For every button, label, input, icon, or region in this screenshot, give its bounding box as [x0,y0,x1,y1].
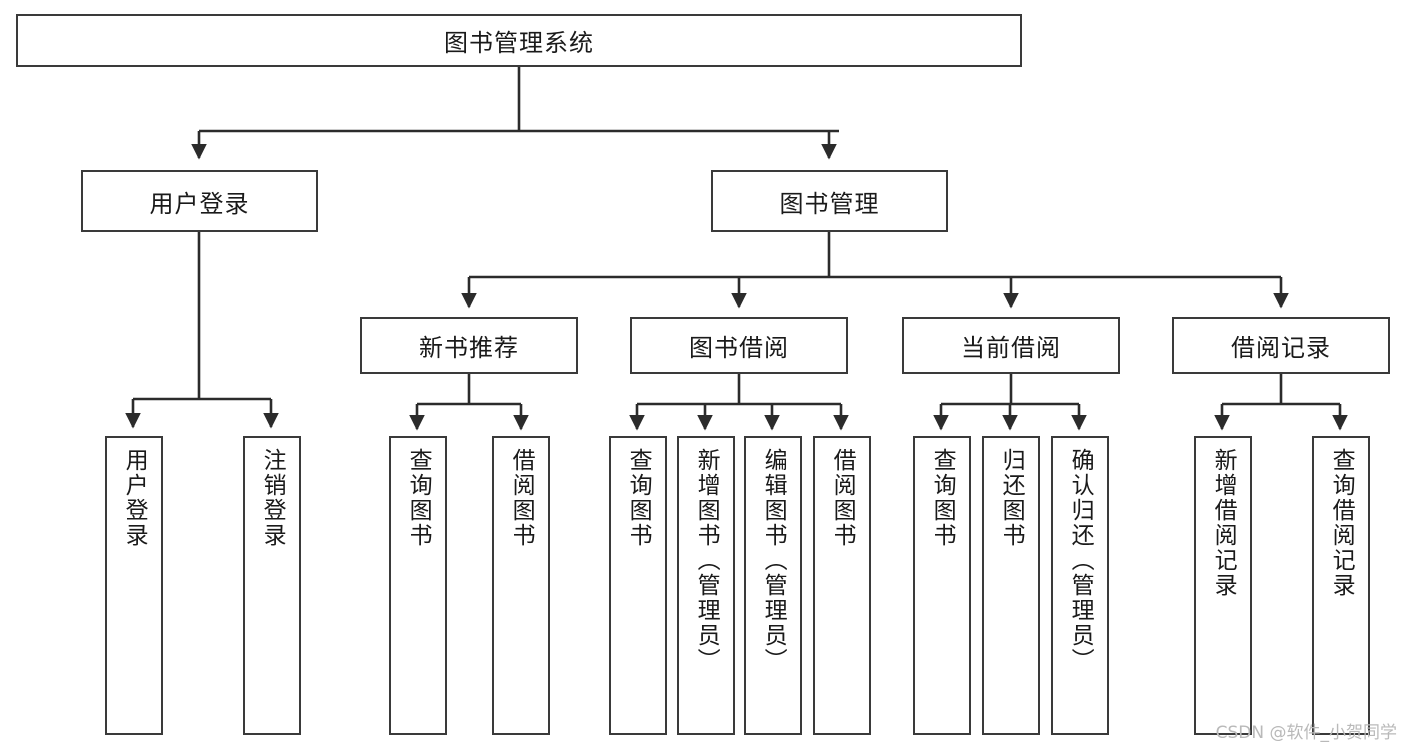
node-label: 借阅记录 [1231,334,1331,362]
node-label: 借阅图书 [829,448,856,548]
node-label: 图书管理 [779,189,880,218]
leaf-confirm-return[interactable]: 确认归还（管理员） [1051,436,1109,735]
node-root-system[interactable]: 图书管理系统 [16,14,1022,67]
leaf-query-book-2[interactable]: 查询图书 [609,436,667,735]
node-book-borrow[interactable]: 图书借阅 [630,317,848,374]
node-current-borrow[interactable]: 当前借阅 [902,317,1120,374]
node-label: 新增借阅记录 [1210,448,1237,598]
leaf-query-book-1[interactable]: 查询图书 [389,436,447,735]
leaf-borrow-book-2[interactable]: 借阅图书 [813,436,871,735]
node-user-login[interactable]: 用户登录 [81,170,318,232]
node-label: 查询图书 [405,448,432,548]
node-label: 当前借阅 [961,334,1061,362]
node-label: 编辑图书（管理员） [760,448,787,673]
leaf-user-login[interactable]: 用户登录 [105,436,163,735]
leaf-user-logout[interactable]: 注销登录 [243,436,301,735]
node-label: 新书推荐 [419,334,519,362]
node-label: 图书管理系统 [444,29,594,57]
leaf-query-record[interactable]: 查询借阅记录 [1312,436,1370,735]
leaf-add-record[interactable]: 新增借阅记录 [1194,436,1252,735]
leaf-edit-book[interactable]: 编辑图书（管理员） [744,436,802,735]
node-label: 注销登录 [259,448,286,548]
node-label: 用户登录 [149,189,250,218]
node-label: 查询图书 [929,448,956,548]
csdn-watermark: CSDN @软件_小贺同学 [1215,723,1397,743]
leaf-add-book[interactable]: 新增图书（管理员） [677,436,735,735]
node-new-book-recommend[interactable]: 新书推荐 [360,317,578,374]
node-label: 借阅图书 [508,448,535,548]
node-label: 用户登录 [121,448,148,548]
node-label: 图书借阅 [689,334,789,362]
leaf-return-book[interactable]: 归还图书 [982,436,1040,735]
node-book-management[interactable]: 图书管理 [711,170,948,232]
node-label: 归还图书 [998,448,1025,548]
node-borrow-record[interactable]: 借阅记录 [1172,317,1390,374]
node-label: 查询图书 [625,448,652,548]
node-label: 查询借阅记录 [1328,448,1355,598]
leaf-query-book-3[interactable]: 查询图书 [913,436,971,735]
node-label: 确认归还（管理员） [1067,448,1094,673]
node-label: 新增图书（管理员） [693,448,720,673]
leaf-borrow-book-1[interactable]: 借阅图书 [492,436,550,735]
